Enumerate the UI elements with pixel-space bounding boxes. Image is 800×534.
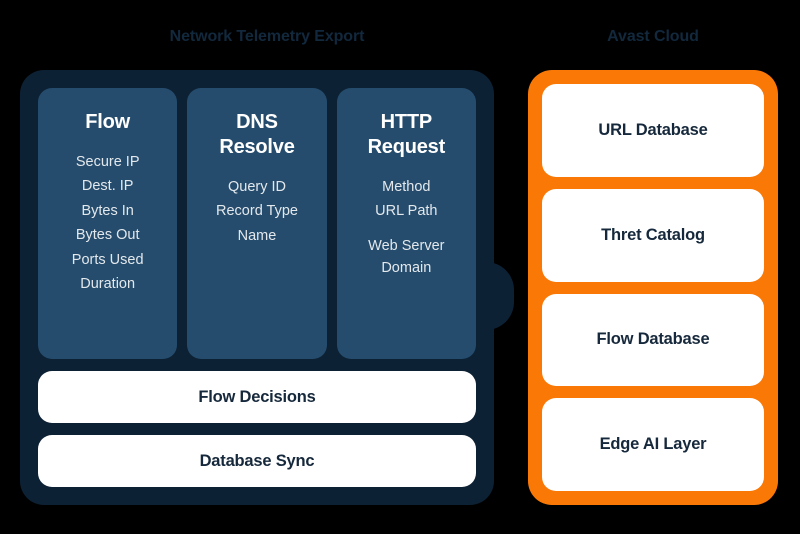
list-item: Bytes Out: [75, 227, 140, 244]
cloud-card-flow-database[interactable]: Flow Database: [542, 293, 764, 387]
card-item-list: Query ID Record Type Name: [216, 176, 298, 247]
list-item: Bytes In: [81, 202, 134, 219]
card-item-list: Method URL Path Web Server Domain: [368, 176, 444, 280]
card-title: Flow: [85, 111, 131, 133]
list-item: Name: [237, 227, 277, 244]
telemetry-card-dns-resolve[interactable]: DNS Resolve Query ID Record Type Name: [187, 88, 327, 359]
card-title: HTTP Request: [367, 111, 446, 158]
bar-database-sync[interactable]: Database Sync: [38, 435, 476, 487]
list-item: Web Server Domain: [368, 237, 445, 277]
telemetry-card-http-request[interactable]: HTTP Request Method URL Path Web Server …: [336, 88, 476, 359]
list-item: Dest. IP: [81, 178, 134, 195]
cloud-card-thret-catalog[interactable]: Thret Catalog: [542, 188, 764, 282]
telemetry-columns: Flow Secure IP Dest. IP Bytes In Bytes O…: [38, 88, 476, 359]
list-item: URL Path: [375, 203, 438, 220]
bar-flow-decisions[interactable]: Flow Decisions: [38, 371, 476, 423]
list-item: Ports Used: [71, 251, 144, 268]
list-item: Secure IP: [75, 154, 140, 170]
telemetry-card-flow[interactable]: Flow Secure IP Dest. IP Bytes In Bytes O…: [38, 88, 178, 359]
left-panel-title: Network Telemetry Export: [169, 28, 365, 45]
cloud-card-url-database[interactable]: URL Database: [542, 84, 764, 177]
list-item: Record Type: [216, 203, 298, 220]
list-item: Duration: [80, 276, 136, 293]
list-item: Method: [382, 179, 431, 195]
network-telemetry-export-panel: Flow Secure IP Dest. IP Bytes In Bytes O…: [20, 70, 494, 505]
card-title: DNS Resolve: [219, 111, 295, 158]
telemetry-bars: Flow Decisions Database Sync: [38, 371, 476, 487]
right-panel-title: Avast Cloud: [607, 28, 699, 45]
avast-cloud-panel: URL Database Thret Catalog Flow Database…: [528, 70, 778, 505]
card-item-list: Secure IP Dest. IP Bytes In Bytes Out Po…: [72, 151, 144, 296]
list-item: Query ID: [227, 179, 286, 195]
cloud-card-edge-ai-layer[interactable]: Edge AI Layer: [542, 398, 764, 491]
